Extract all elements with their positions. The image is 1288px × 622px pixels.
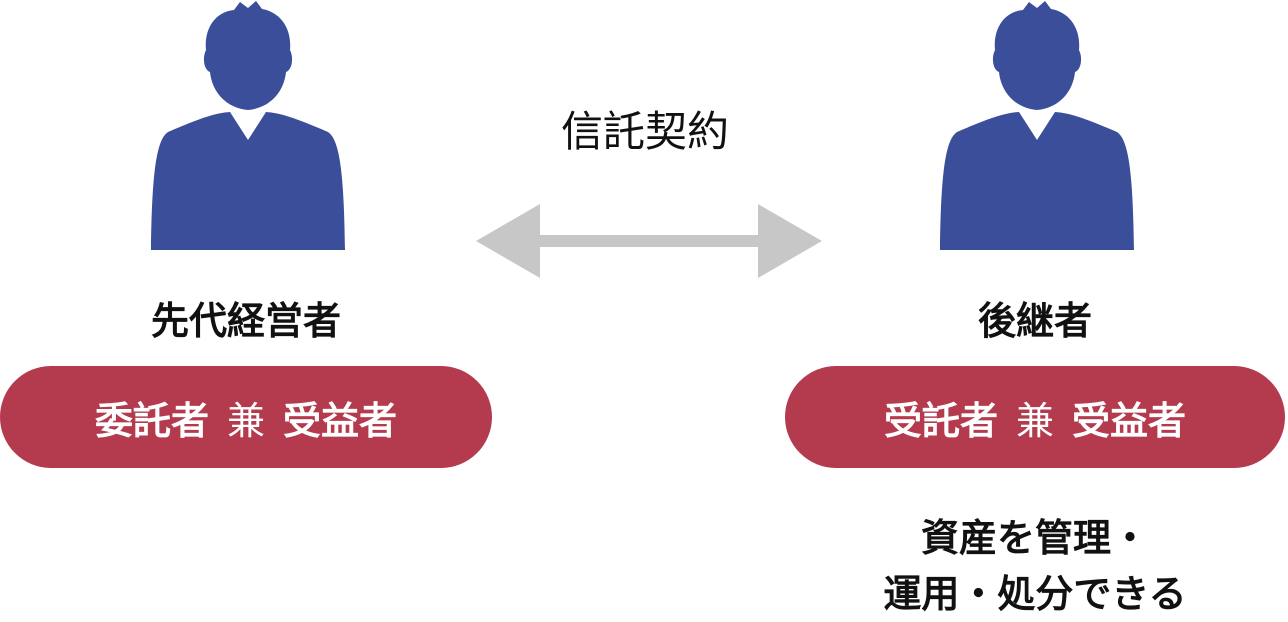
- left-role-pill: 委託者 兼 受益者: [0, 366, 492, 468]
- left-role-joiner: 兼: [226, 398, 265, 443]
- contract-label: 信託契約: [560, 107, 729, 156]
- person-right-icon: [937, 0, 1137, 255]
- left-role-primary: 委託者: [94, 398, 209, 443]
- left-person-title: 先代経営者: [150, 299, 341, 343]
- right-role-secondary: 受益者: [1072, 398, 1187, 443]
- person-silhouette-icon: [940, 1, 1134, 250]
- person-left-icon: [148, 0, 348, 255]
- left-role-secondary: 受益者: [283, 398, 398, 443]
- person-silhouette-icon: [151, 1, 345, 250]
- right-role-joiner: 兼: [1015, 398, 1054, 443]
- note-line-2: 運用・処分できる: [883, 572, 1187, 616]
- right-person-title: 後継者: [977, 299, 1092, 343]
- right-role-primary: 受託者: [883, 398, 998, 443]
- note-line-1: 資産を管理・: [920, 516, 1149, 560]
- trustee-capability-note: 資産を管理・ 運用・処分できる: [790, 510, 1280, 622]
- right-role-pill: 受託者 兼 受益者: [785, 366, 1285, 468]
- double-headed-arrow-icon: [476, 204, 822, 278]
